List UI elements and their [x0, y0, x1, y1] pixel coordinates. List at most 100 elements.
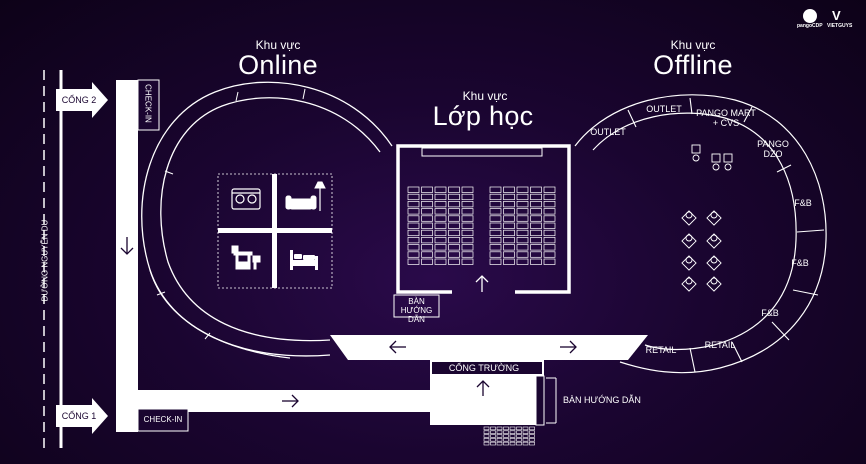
classroom-seat: [516, 251, 529, 258]
classroom-seat: [516, 244, 529, 251]
classroom-seat: [543, 201, 556, 208]
road-name: ĐƯỜNG NGUYỄN DU: [40, 219, 50, 302]
entrance-seat: [509, 426, 516, 431]
classroom-seat: [421, 186, 433, 193]
classroom-seat: [461, 222, 474, 229]
classroom-seat: [407, 244, 420, 251]
classroom-seat: [461, 201, 474, 208]
classroom-seat: [516, 229, 529, 237]
fb-table: [706, 210, 722, 226]
classroom-seat: [516, 258, 529, 265]
classroom-seat: [421, 244, 433, 251]
fb-table-seat: [710, 211, 718, 219]
pangocdp-logo-text: pangoCDP: [797, 23, 823, 29]
entrance-seat: [529, 426, 535, 431]
classroom-info-desk-label: BÀN HƯỚNG DẪN: [400, 297, 433, 324]
classroom-seat: [503, 229, 515, 237]
classroom-seat: [448, 244, 460, 251]
classroom-seat: [489, 186, 502, 193]
entrance-seat: [529, 438, 535, 442]
classroom-seat: [516, 201, 529, 208]
entrance-seat: [483, 438, 490, 442]
entrance-seat: [516, 438, 522, 442]
shop-seat: [712, 163, 720, 171]
online-rooms-cross: [218, 174, 332, 288]
entrance-seat: [516, 430, 522, 434]
entrance-seat: [522, 434, 529, 438]
fb-table: [681, 233, 697, 249]
classroom-seat: [503, 193, 515, 201]
classroom-seat: [461, 215, 474, 222]
classroom-seat: [489, 258, 502, 265]
classroom-seat: [421, 208, 433, 215]
classroom-seat: [503, 186, 515, 193]
classroom-seat: [407, 201, 420, 208]
booth-fb-2: F&B: [791, 258, 809, 268]
classroom-seat: [448, 215, 460, 222]
entrance-seat: [509, 430, 516, 434]
classroom-seat: [448, 222, 460, 229]
booth-pango-dzo: PANGO DZO: [757, 139, 789, 159]
classroom-seat: [489, 229, 502, 237]
classroom-seat: [407, 237, 420, 244]
booth-retail-2: RETAIL: [645, 345, 677, 355]
entrance-seat: [509, 441, 516, 446]
entrance-seat: [522, 426, 529, 431]
classroom-seat: [434, 193, 447, 201]
classroom-seat: [461, 258, 474, 265]
offline-zone-ring: [574, 94, 827, 374]
classroom-seat: [421, 222, 433, 229]
checkin-top-label: CHECK-IN: [143, 84, 153, 123]
classroom-seat: [461, 186, 474, 193]
main-walkway: [116, 79, 430, 432]
entrance-seat: [529, 441, 535, 446]
classroom-info-desk-box: [393, 294, 440, 318]
entrance-seats: [483, 426, 535, 446]
entrance-info-desk-label: BÀN HƯỚNG DẪN: [563, 395, 641, 405]
gate-2-label: CỔNG 2: [61, 95, 97, 105]
classroom-seat: [530, 258, 542, 265]
classroom-seat: [543, 258, 556, 265]
vietguys-logo-text: VIETGUYS: [827, 23, 853, 29]
classroom-seat: [434, 208, 447, 215]
classroom-seat: [407, 208, 420, 215]
offline-ring-dividers: [627, 97, 825, 373]
classroom-seat: [530, 193, 542, 201]
entrance-seat: [503, 438, 509, 442]
classroom-seat: [516, 186, 529, 193]
entrance-seat: [496, 430, 503, 434]
fb-table: [706, 276, 722, 292]
classroom-seat: [461, 229, 474, 237]
classroom-seat: [489, 215, 502, 222]
shop-stand: [723, 153, 733, 163]
entrance-seat: [516, 434, 522, 438]
classroom-seat: [421, 237, 433, 244]
entrance-seat: [509, 434, 516, 438]
stove-icon: [231, 188, 261, 210]
classroom-seat: [516, 193, 529, 201]
entrance-seat: [503, 441, 509, 446]
sofa-lamp-icon: [285, 181, 326, 211]
classroom-seat: [461, 251, 474, 258]
classroom-seat: [461, 244, 474, 251]
classroom-seat: [421, 215, 433, 222]
entrance-seat: [509, 438, 516, 442]
entrance-seat: [490, 441, 496, 446]
classroom-seat: [434, 215, 447, 222]
classroom-seat: [434, 258, 447, 265]
classroom-seat: [421, 251, 433, 258]
classroom-seat: [543, 208, 556, 215]
classroom-seat: [516, 208, 529, 215]
classroom-seat: [503, 222, 515, 229]
classroom-seat: [421, 193, 433, 201]
shop-seat: [692, 154, 700, 162]
classroom-seat: [434, 244, 447, 251]
booth-outlet-1: OUTLET: [590, 127, 626, 137]
classroom-seat: [503, 201, 515, 208]
classroom-seat: [448, 186, 460, 193]
classroom-seat: [503, 251, 515, 258]
classroom-seat: [434, 229, 447, 237]
entrance-seat: [503, 430, 509, 434]
fb-table-seat: [685, 277, 693, 285]
